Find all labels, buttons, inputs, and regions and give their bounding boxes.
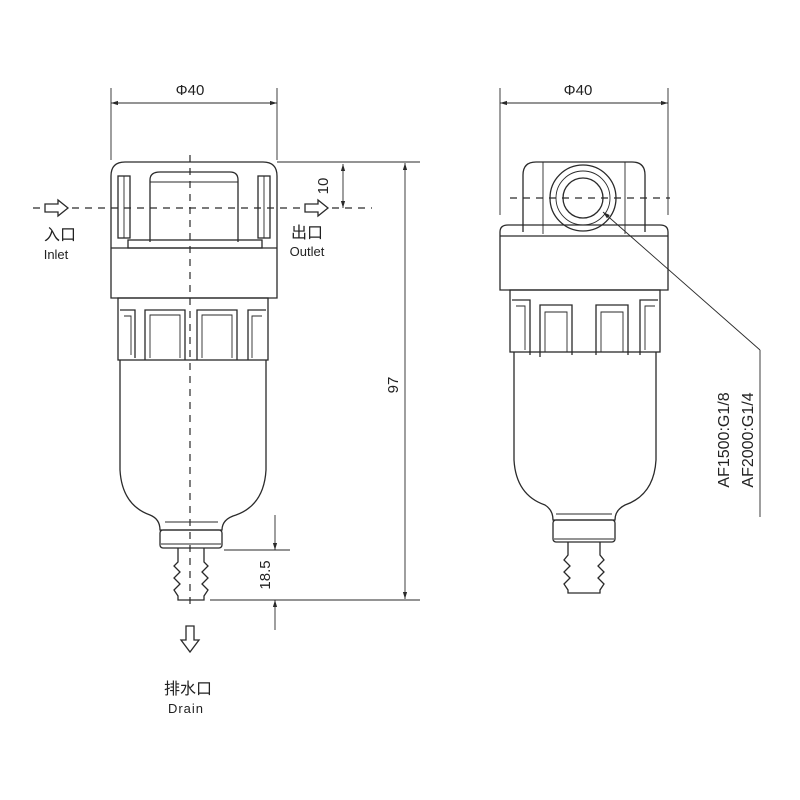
right-diameter-label: Φ40 bbox=[564, 82, 593, 99]
port-spec-af1500: AF1500:G1/8 bbox=[716, 392, 733, 487]
height-label: 97 bbox=[385, 377, 402, 394]
outlet-cn-label: 出口 bbox=[291, 224, 323, 242]
inlet-cn-label: 入口 bbox=[44, 227, 76, 244]
front-view bbox=[33, 88, 420, 654]
port-spec-af2000: AF2000:G1/4 bbox=[740, 392, 757, 487]
left-diameter-label: Φ40 bbox=[176, 82, 205, 99]
drain-length-label: 18.5 bbox=[257, 560, 274, 589]
port-offset-label: 10 bbox=[315, 178, 332, 195]
side-view bbox=[499, 88, 761, 594]
drain-en-label: Drain bbox=[168, 701, 204, 716]
drain-cn-label: 排水口 bbox=[164, 680, 212, 698]
inlet-en-label: Inlet bbox=[44, 247, 69, 262]
outlet-en-label: Outlet bbox=[290, 244, 325, 259]
